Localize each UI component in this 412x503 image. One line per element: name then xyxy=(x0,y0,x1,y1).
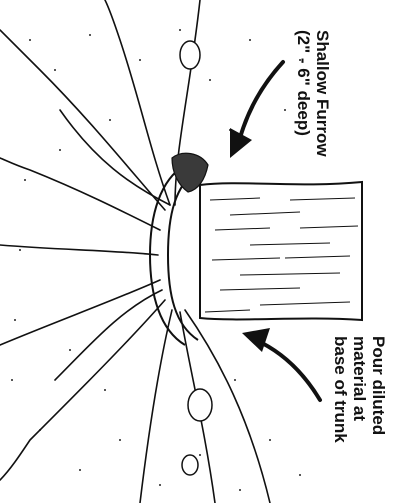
furrow-label-line1: Shallow Furrow xyxy=(313,30,332,157)
pour-label-line2: material at xyxy=(350,336,369,443)
pour-label-line1: Pour diluted xyxy=(369,336,388,443)
furrow-annotation: Shallow Furrow (2" - 6" deep) xyxy=(294,30,332,157)
pour-annotation: Pour diluted material at base of trunk xyxy=(331,336,388,443)
furrow-label-line2: (2" - 6" deep) xyxy=(294,30,313,157)
pour-label-line3: base of trunk xyxy=(331,336,350,443)
pour-arrow xyxy=(242,328,320,400)
furrow-arrow xyxy=(230,62,283,158)
trunk xyxy=(200,182,362,320)
